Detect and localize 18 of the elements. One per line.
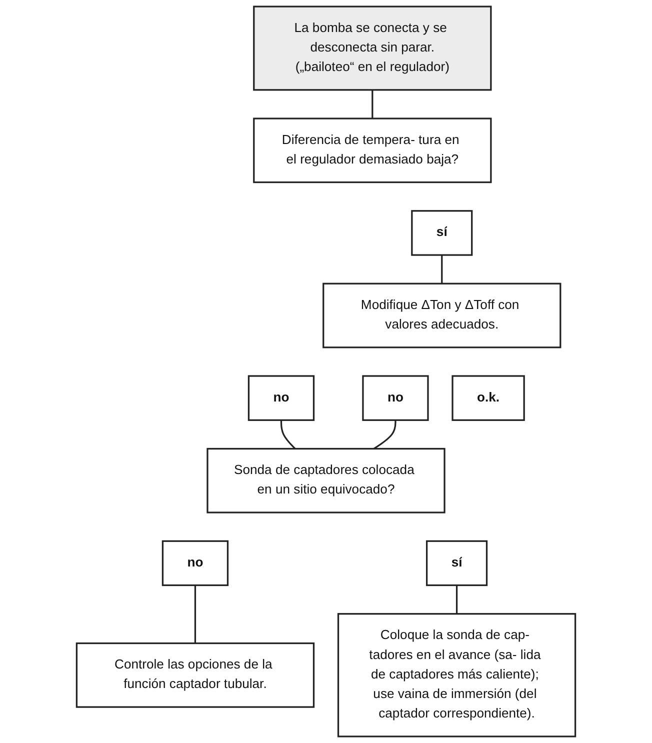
- connector: [456, 585, 458, 614]
- node-box: Modifique ΔTon y ΔToff con valores adecuados.: [322, 282, 562, 348]
- connector: [441, 255, 443, 284]
- node-box: no: [162, 540, 229, 586]
- node-box: o.k.: [452, 375, 525, 421]
- connector: [374, 420, 396, 450]
- node-box: Diferencia de tempera- tura en el regulador demasiado baja?: [253, 118, 492, 184]
- connector: [372, 90, 374, 119]
- node-box: Controle las opciones de la función captador tubular.: [76, 642, 315, 708]
- node-box: Sonda de captadores colocada en un sitio equivocado?: [206, 448, 446, 514]
- node-box: Coloque la sonda de cap- tadores en el avance (sa- lida de captadores más caliente); use vaina de immersión (del captador correspondiente).: [337, 613, 576, 738]
- node-box: no: [248, 375, 315, 421]
- node-box: sí: [411, 210, 473, 256]
- connector: [280, 420, 296, 450]
- node-box: La bomba se conecta y se desconecta sin parar. („bailoteo“ en el regulador): [253, 6, 492, 91]
- connector: [194, 585, 196, 644]
- node-box: no: [362, 375, 429, 421]
- node-box: sí: [426, 540, 488, 586]
